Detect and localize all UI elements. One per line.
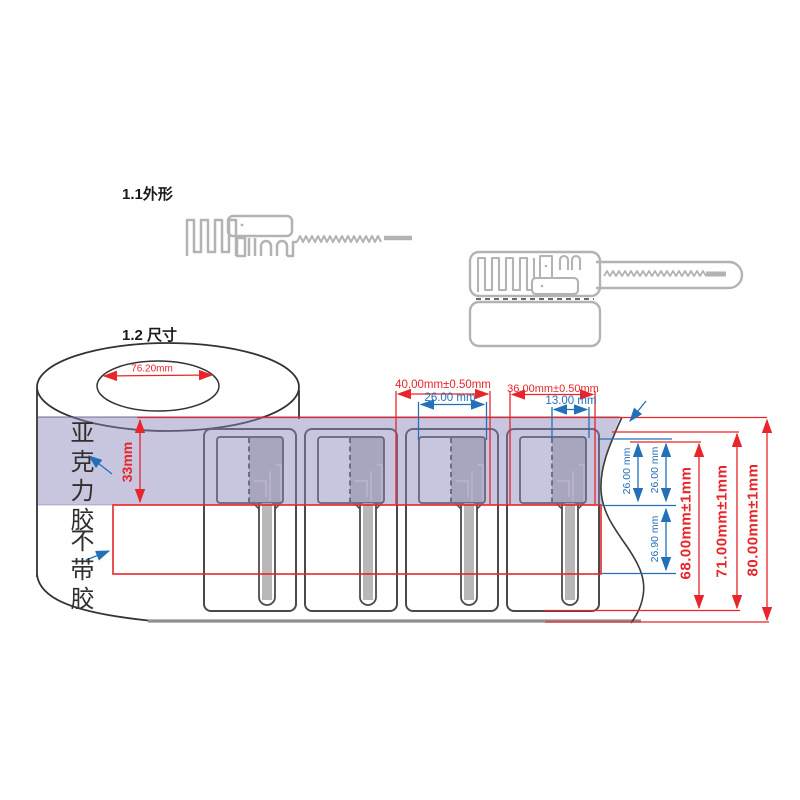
no-adhesive-outline [112, 504, 602, 575]
vert-dim-26a: 26.00 mm [621, 447, 633, 495]
section-title-size: 1.2 尺寸 [122, 327, 178, 344]
rfid-inlay-drawing [185, 214, 412, 258]
no-adhesive-label: 不带胶 [66, 528, 92, 615]
acrylic-adhesive-label: 亚克力胶 [66, 420, 92, 536]
acrylic-leader-arrow [87, 455, 113, 475]
half-width-dim: 13.00 mm [545, 395, 597, 407]
cable-tie-tag-drawing [468, 250, 744, 348]
tear-edge [600, 416, 645, 624]
label-roll [36, 342, 641, 623]
blue-dimensions [85, 399, 676, 575]
vert-dim-68: 68.00mm±1mm [677, 466, 695, 580]
core-diameter-label: 76.20mm [131, 363, 173, 375]
label-width-dim: 36.00mm±0.50mm [507, 383, 599, 395]
section-title-shape: 1.1外形 [122, 186, 173, 203]
vert-dim-26b: 26.00 mm [649, 446, 661, 494]
no-adhesive-leader-arrow [85, 550, 111, 561]
antenna-width-dim: 26.00 mm [424, 392, 476, 404]
red-dimensions [134, 388, 773, 623]
band-height-dim: 33mm [119, 441, 135, 483]
web-leader-arrow [629, 400, 647, 423]
pitch-dim: 40.00mm±0.50mm [395, 379, 491, 391]
vert-dim-71: 71.00mm±1mm [713, 464, 731, 578]
vert-dim-2690: 26.90 mm [649, 515, 661, 563]
core-dimension-line [102, 369, 214, 382]
vert-dim-80: 80.00mm±1mm [744, 463, 762, 577]
